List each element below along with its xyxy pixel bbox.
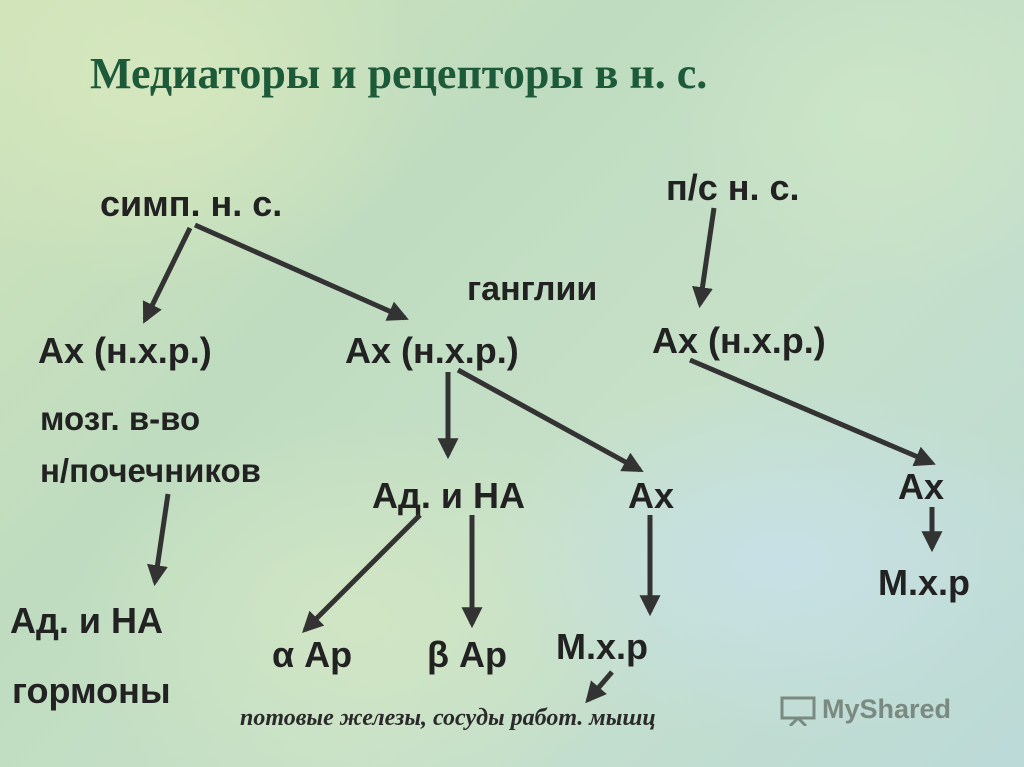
node-mxr-mid: М.х.р — [556, 626, 649, 667]
node-beta-receptor: β Ар — [427, 634, 507, 675]
node-ps-ns: п/с н. с. — [666, 167, 800, 208]
node-ad-na-left: Ад. и НА — [10, 600, 163, 641]
node-mxr-right: М.х.р — [878, 562, 971, 603]
arrow-medulla-to-ad-na — [147, 493, 171, 587]
node-ganglia: ганглии — [467, 270, 598, 308]
node-medulla-line2: н/почечников — [40, 452, 261, 489]
footer-effectors: потовые железы, сосуды работ. мышц — [240, 705, 656, 731]
watermark-text: MyShared — [822, 694, 952, 724]
node-ach-mid: Ах (н.х.р.) — [345, 330, 519, 371]
node-ach-mid-lower: Ах — [628, 475, 675, 516]
node-medulla-line1: мозг. в-во — [40, 400, 201, 437]
arrow-ach-mid-to-ach — [456, 367, 644, 473]
node-ad-na-mid: Ад. и НА — [372, 475, 525, 516]
arrow-mxr-to-effectors — [585, 670, 614, 704]
presentation-board-icon — [780, 696, 816, 726]
arrow-symp-to-ach-left — [142, 226, 193, 324]
diagram-title: Медиаторы и рецепторы в н. с. — [90, 49, 708, 98]
node-alpha-receptor: α Ар — [272, 634, 353, 675]
node-ach-left: Ах (н.х.р.) — [38, 330, 212, 371]
arrow-ad-na-to-alpha — [302, 513, 422, 633]
arrow-symp-to-ach-mid — [193, 222, 409, 321]
arrow-ach-right-to-ach — [689, 357, 936, 467]
node-symp-ns: симп. н. с. — [100, 183, 283, 224]
node-hormones: гормоны — [12, 670, 171, 711]
node-ach-right: Ах (н.х.р.) — [652, 320, 826, 361]
arrow-ps-to-ach-right — [692, 207, 717, 309]
watermark: MyShared — [780, 692, 980, 732]
node-ach-right-lower: Ах — [898, 466, 945, 507]
